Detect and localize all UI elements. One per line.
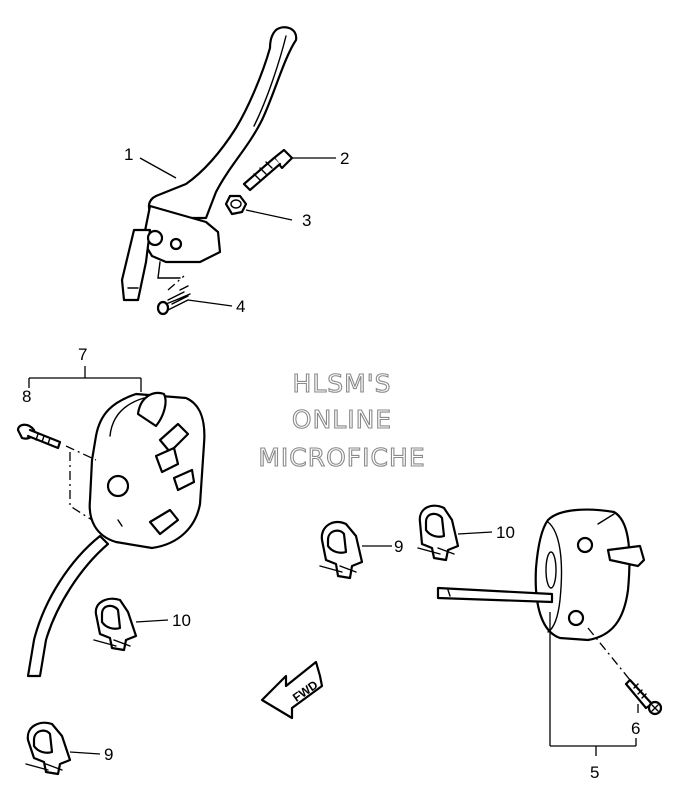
callout-10-upper: 10 xyxy=(496,523,515,542)
callout-5: 5 xyxy=(590,763,599,782)
callout-7-bracket xyxy=(28,366,142,521)
callout-2: 2 xyxy=(340,149,349,168)
pivot-bolt[interactable] xyxy=(242,148,294,192)
watermark-line-3: MICROFICHE xyxy=(258,443,425,472)
left-switch-screw[interactable] xyxy=(16,423,97,461)
right-handlebar-switch[interactable] xyxy=(436,508,646,642)
cable-clamp-10-upper[interactable] xyxy=(417,504,460,562)
clutch-lever[interactable] xyxy=(120,26,298,302)
callout-6: 6 xyxy=(631,719,640,738)
callout-10-lower: 10 xyxy=(172,611,191,630)
callout-5-bracket xyxy=(549,612,639,756)
left-handlebar-switch[interactable] xyxy=(26,391,206,678)
callout-9-upper: 9 xyxy=(394,537,403,556)
cable-clamp-9-lower[interactable] xyxy=(25,721,72,776)
cable-clamp-10-lower[interactable] xyxy=(93,597,138,652)
cable-clamp-9-upper[interactable] xyxy=(319,520,364,580)
leader-lines xyxy=(69,157,493,755)
callout-7: 7 xyxy=(78,345,87,364)
fwd-direction-arrow: FWD xyxy=(260,660,324,720)
lever-nut[interactable] xyxy=(224,194,248,216)
callout-4: 4 xyxy=(236,297,245,316)
watermark-line-2: ONLINE xyxy=(292,405,392,434)
watermark: HLSM'S ONLINE MICROFICHE xyxy=(258,368,425,472)
right-switch-screw[interactable] xyxy=(587,627,663,716)
watermark-line-1: HLSM'S xyxy=(293,369,392,398)
lever-spring[interactable] xyxy=(156,275,191,316)
callout-8: 8 xyxy=(22,387,31,406)
callout-9-lower: 9 xyxy=(104,745,113,764)
callout-3: 3 xyxy=(302,211,311,230)
callout-1: 1 xyxy=(124,145,133,164)
